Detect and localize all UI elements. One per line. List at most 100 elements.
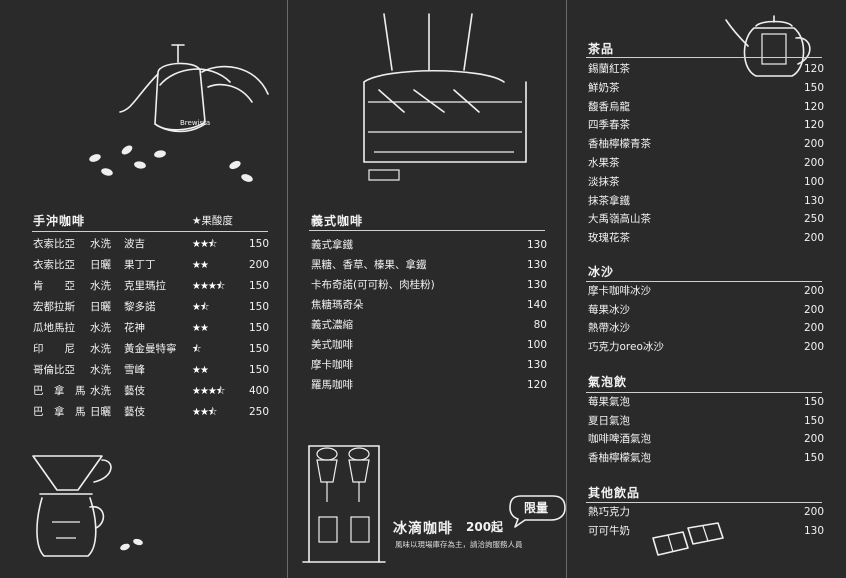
origin: 巴 拿 馬 [33, 385, 86, 397]
pour-over-row: 巴 拿 馬水洗藝伎★★★⯪400 [33, 382, 269, 401]
pour-over-row: 肯 亞水洗克里瑪拉★★★⯪150 [33, 277, 269, 296]
pour-over-row: 宏都拉斯日曬黎多諾★⯪150 [33, 298, 269, 317]
price: 150 [803, 452, 824, 465]
item-name: 莓果氣泡 [588, 396, 630, 408]
item-name: 羅馬咖啡 [311, 379, 353, 391]
espresso-row: 卡布奇諾(可可粉、肉桂粉)130 [311, 276, 547, 295]
origin: 肯 亞 [33, 280, 75, 292]
coffee-name: 藝伎 [124, 406, 145, 418]
origin: 衣索比亞 [33, 238, 75, 250]
cold-drip-price: 200起 [466, 520, 504, 534]
origin: 印 尼 [33, 343, 75, 355]
price: 150 [248, 238, 269, 250]
ice-title: 冰沙 [588, 265, 615, 279]
cold-drip-title: 冰滴咖啡 [393, 521, 453, 537]
item-name: 馥香烏龍 [588, 100, 630, 113]
price: 200 [803, 303, 824, 316]
price: 130 [526, 279, 547, 291]
acidity-stars: ★★⯪ [192, 239, 217, 250]
cold-drip-tower-icon [302, 445, 386, 563]
kettle-icon [119, 44, 269, 133]
pour-over-row: 衣索比亞水洗波吉★★⯪150 [33, 235, 269, 254]
price: 150 [248, 280, 269, 292]
acidity-stars: ★★★⯪ [192, 386, 225, 397]
item-name: 莓果冰沙 [588, 303, 630, 316]
price: 200 [803, 285, 824, 297]
tea-row: 鮮奶茶 150 [588, 79, 824, 98]
acidity-stars: ★★ [192, 323, 209, 334]
process: 日曬 [90, 259, 111, 271]
origin: 哥倫比亞 [33, 364, 75, 376]
price: 200 [803, 506, 824, 518]
acidity-stars: ★★ [192, 260, 209, 271]
process: 水洗 [90, 364, 111, 376]
soda-rule [586, 392, 822, 393]
origin: 衣索比亞 [33, 259, 75, 271]
limited-badge-bubble [509, 495, 566, 528]
espresso-row: 摩卡咖啡 130 [311, 356, 547, 375]
item-name: 抹茶拿鐵 [588, 194, 630, 207]
price: 200 [803, 433, 824, 446]
pour-over-dripper-icon [32, 455, 143, 557]
pour-over-row: 印 尼水洗黃金曼特寧⯪150 [33, 340, 269, 359]
price: 150 [803, 396, 824, 408]
other-rule [586, 502, 822, 503]
price: 130 [803, 194, 824, 207]
item-name: 水果茶 [588, 157, 620, 169]
price: 80 [533, 319, 547, 331]
item-name: 大禹嶺高山茶 [588, 213, 651, 226]
item-name: 摩卡咖啡冰沙 [588, 285, 651, 297]
soda-row: 香柚檸檬氣泡 150 [588, 449, 824, 468]
pour-over-row: 衣索比亞 日曬 果丁丁 ★★ 200 [33, 256, 269, 275]
acidity-label: ★果酸度 [192, 215, 233, 227]
coffee-name: 花神 [124, 322, 145, 334]
process: 水洗 [90, 238, 111, 250]
item-name: 香柚檸檬氣泡 [588, 452, 651, 465]
price: 130 [526, 359, 547, 371]
price: 150 [248, 343, 269, 355]
item-name: 黑糖、香草、榛果、拿鐵 [311, 259, 427, 271]
price: 130 [803, 525, 824, 537]
item-name: 玫瑰花茶 [588, 232, 630, 245]
item-name: 鮮奶茶 [588, 81, 620, 94]
acidity-stars: ⯪ [192, 344, 202, 355]
other-title: 其他飲品 [588, 486, 641, 500]
kettle-brand: Brewista [180, 119, 211, 127]
price: 150 [248, 364, 269, 376]
espresso-row: 焦糖瑪奇朵 140 [311, 296, 547, 315]
espresso-machine-icon [363, 13, 527, 181]
price: 150 [248, 322, 269, 334]
price: 130 [526, 239, 547, 251]
price: 200 [803, 322, 824, 335]
soda-row: 莓果氣泡 150 [588, 393, 824, 412]
coffee-name: 雪峰 [124, 364, 145, 376]
item-name: 焦糖瑪奇朵 [311, 299, 364, 311]
item-name: 摩卡咖啡 [311, 359, 353, 371]
tea-row: 抹茶拿鐵 130 [588, 192, 824, 211]
process: 日曬 [90, 301, 111, 313]
item-name: 錫蘭紅茶 [588, 63, 630, 75]
coffee-name: 果丁丁 [124, 259, 156, 271]
process: 日曬 [90, 406, 111, 418]
price: 140 [526, 299, 547, 311]
cold-drip-note: 風味以現場庫存為主，請洽詢服務人員 [395, 540, 523, 549]
process: 水洗 [90, 385, 111, 397]
price: 200 [248, 259, 269, 271]
price: 150 [803, 414, 824, 427]
coffee-bean-icon [89, 145, 253, 182]
price: 200 [803, 138, 824, 151]
price: 250 [803, 213, 824, 226]
price: 150 [803, 81, 824, 94]
pour-over-row: 巴 拿 馬日曬藝伎★★⯪250 [33, 403, 269, 422]
item-name: 義式濃縮 [311, 319, 353, 331]
